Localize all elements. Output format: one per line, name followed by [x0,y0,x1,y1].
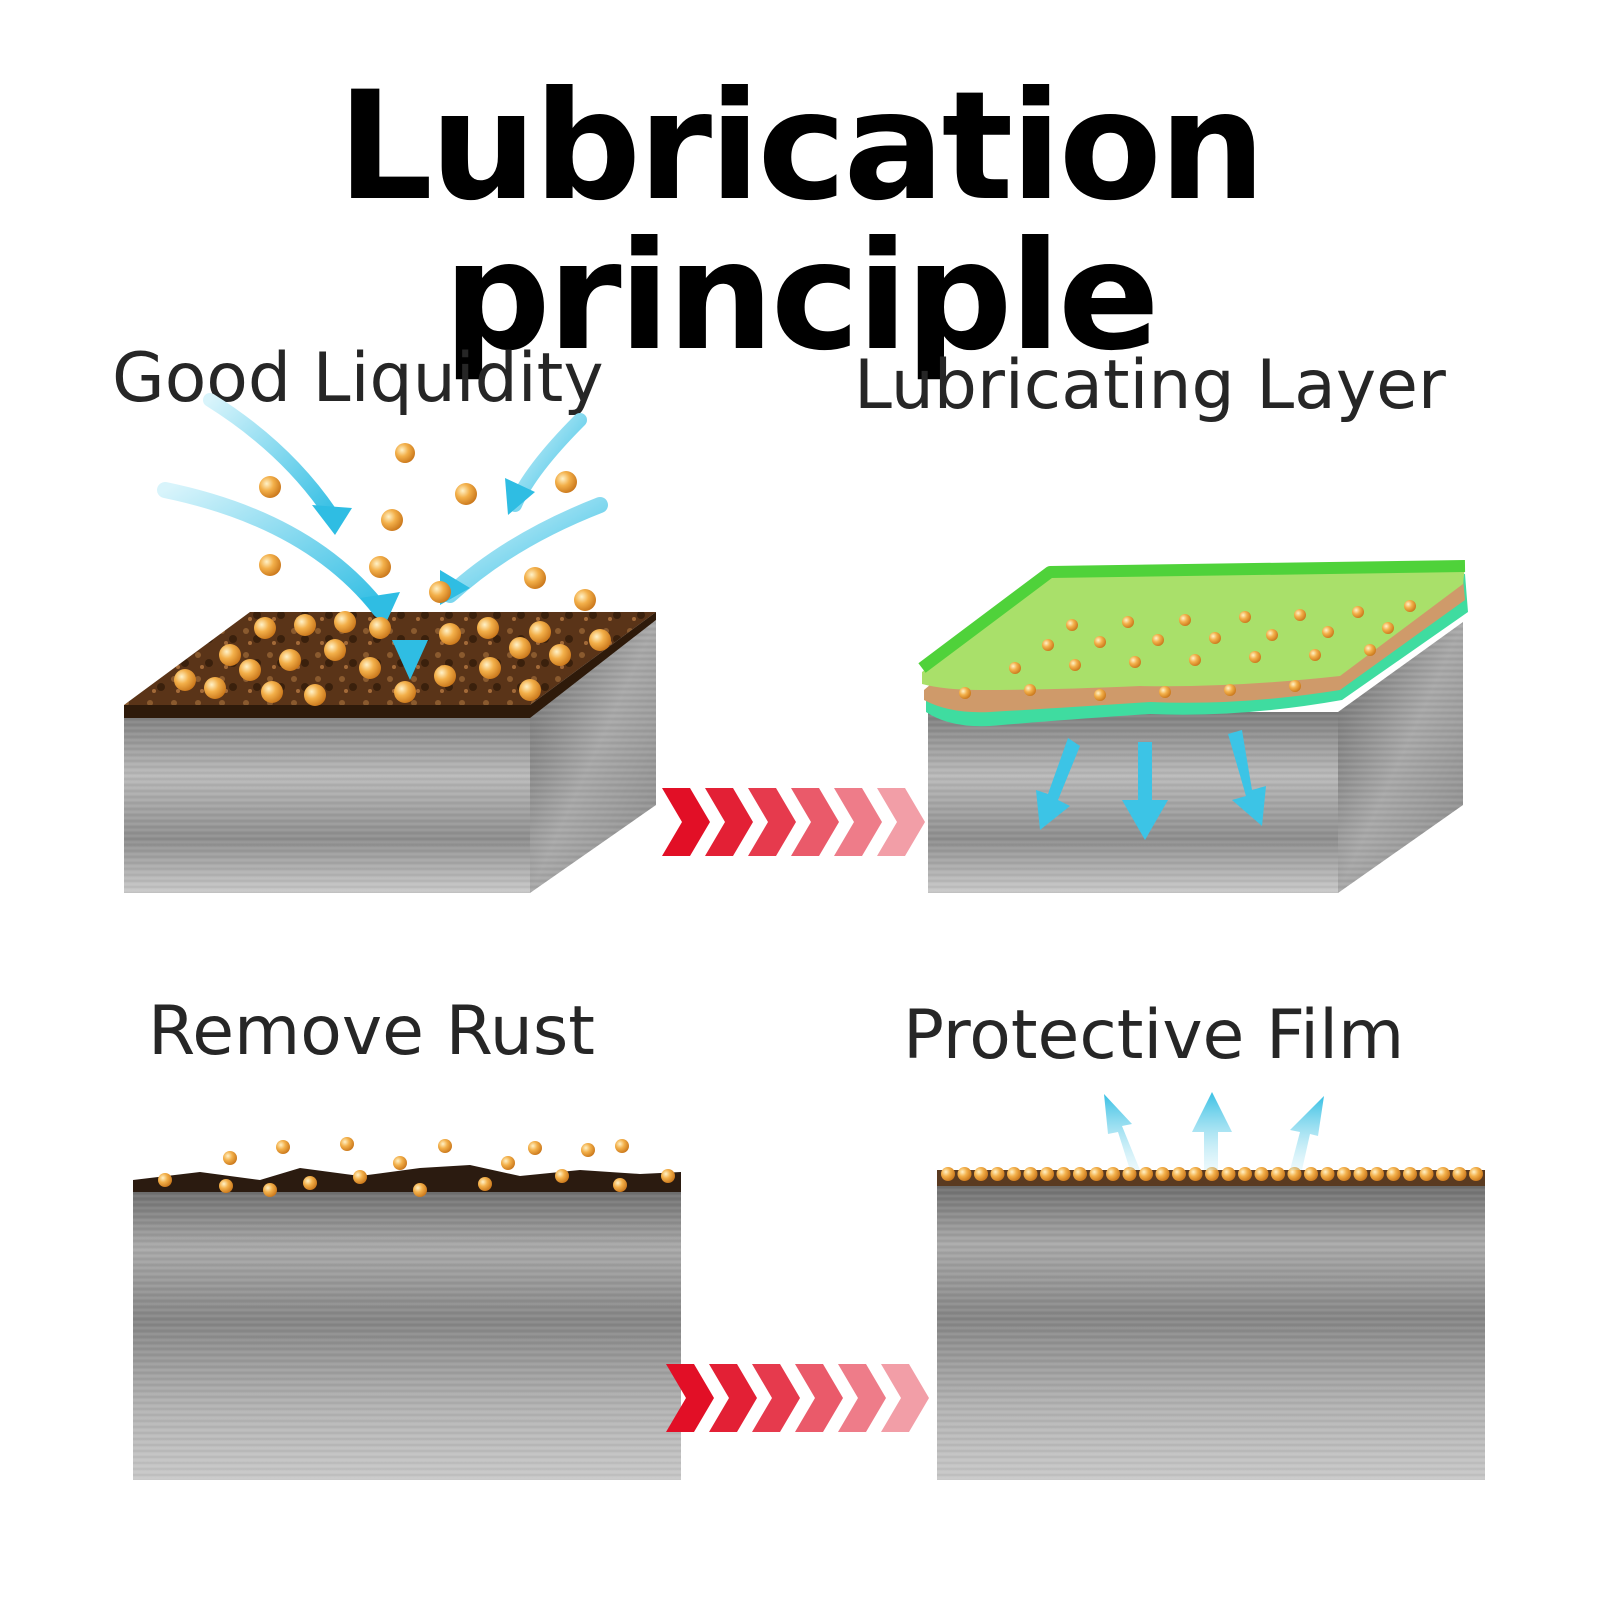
process-arrow-bottom [666,1364,929,1432]
film-particle [1436,1167,1450,1181]
label-remove-rust: Remove Rust [148,992,595,1071]
oil-film-particles [941,1167,1483,1181]
film-particle [1304,1167,1318,1181]
film-particle [1188,1167,1203,1181]
film-particle [1056,1167,1071,1181]
page-title: Lubrication principle [337,60,1265,384]
film-particle [1370,1167,1384,1181]
film-particle [1452,1167,1467,1181]
film-particle [1139,1167,1153,1181]
film-particle [1106,1167,1120,1181]
process-arrow-top [662,788,925,856]
oil-particles-top-right [959,600,1416,701]
film-particle [1122,1167,1137,1181]
film-particle [1155,1167,1170,1181]
film-particle [1007,1167,1021,1181]
film-particle [1221,1167,1236,1181]
penetration-arrows [1036,730,1266,840]
film-particle [1271,1167,1285,1181]
oil-particles-bottom-left [158,1137,675,1197]
label-protective-film: Protective Film [903,996,1405,1075]
oil-particles-top-left [174,443,611,706]
film-particle [941,1167,955,1181]
film-particle [1254,1167,1269,1181]
film-particle [1073,1167,1087,1181]
inflow-arrowheads [312,478,535,680]
rusty-metal-block [124,612,656,893]
film-particle [1469,1167,1483,1181]
film-particle [1337,1167,1351,1181]
film-particle [990,1167,1005,1181]
flat-metal-plate-left [133,1165,681,1480]
film-particle [1238,1167,1252,1181]
film-particle [1023,1167,1038,1181]
flat-metal-plate-right [937,1170,1485,1480]
label-lubricating-layer: Lubricating Layer [854,346,1446,425]
inflow-arrows [157,393,608,657]
film-particle [1353,1167,1368,1181]
film-particle [1287,1167,1302,1181]
film-particle [1172,1167,1186,1181]
film-particle [957,1167,972,1181]
film-particle [1205,1167,1219,1181]
film-particle [1040,1167,1054,1181]
lubricating-film [918,560,1468,727]
outflow-arrows [1104,1092,1324,1170]
film-particle [1419,1167,1434,1181]
film-particle [1386,1167,1401,1181]
film-particle [1403,1167,1417,1181]
film-particle [1089,1167,1104,1181]
film-particle [974,1167,988,1181]
film-particle [1320,1167,1335,1181]
label-good-liquidity: Good Liquidity [112,339,604,418]
